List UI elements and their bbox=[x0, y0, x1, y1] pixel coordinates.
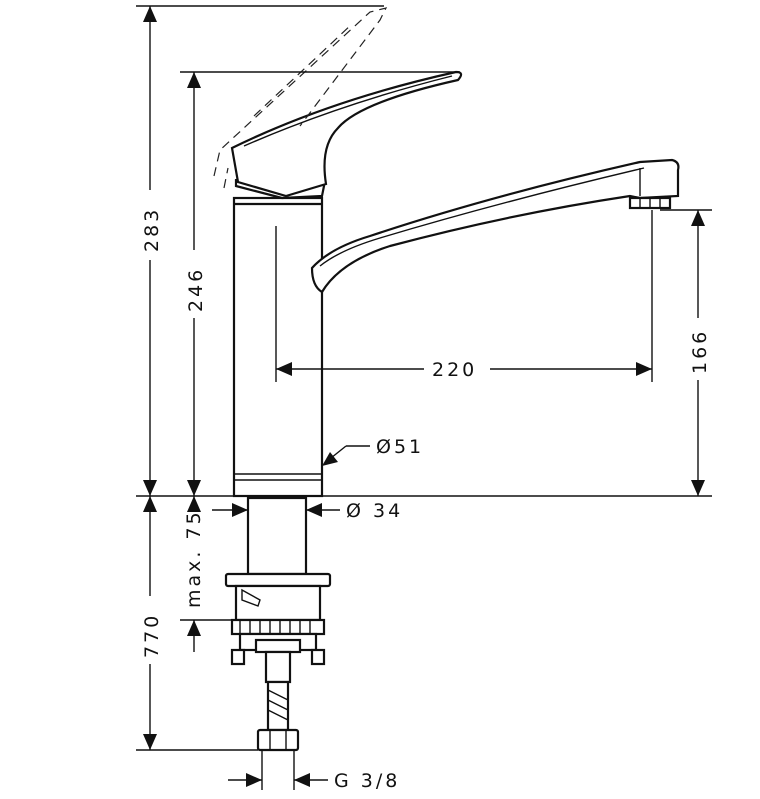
arrow-head bbox=[294, 773, 310, 787]
arrow-head bbox=[143, 496, 157, 512]
spout bbox=[310, 158, 680, 294]
dimension-label-d51: Ø51 bbox=[376, 436, 424, 458]
arrow-head bbox=[143, 734, 157, 750]
faucet-body bbox=[232, 196, 324, 498]
dimension-body-diameter: Ø51 bbox=[322, 436, 424, 466]
dimension-label-770: 770 bbox=[141, 613, 163, 658]
dimension-label-d34: Ø 34 bbox=[346, 500, 403, 522]
dimension-label-283: 283 bbox=[141, 207, 163, 252]
arrow-head bbox=[187, 496, 201, 512]
dimension-label-246: 246 bbox=[185, 267, 207, 312]
mounting-assembly bbox=[224, 496, 332, 752]
dashed-lever-open-position bbox=[213, 7, 388, 189]
dimension-label-166: 166 bbox=[689, 329, 711, 374]
dimension-lever-height: 246 bbox=[180, 71, 460, 496]
dimension-spout-height: 166 bbox=[660, 209, 712, 496]
dimension-connection-thread: G 3/8 bbox=[228, 750, 400, 792]
dimension-label-g38: G 3/8 bbox=[334, 770, 400, 792]
arrow-head bbox=[187, 72, 201, 88]
arrow-head bbox=[691, 210, 705, 226]
dimension-shank-diameter: Ø 34 bbox=[212, 500, 403, 522]
arrow-head bbox=[306, 503, 322, 517]
arrow-head bbox=[636, 362, 652, 376]
dimension-label-220: 220 bbox=[432, 359, 477, 381]
arrow-head bbox=[187, 480, 201, 496]
arrow-head bbox=[232, 503, 248, 517]
arrow-head bbox=[143, 6, 157, 22]
arrow-head bbox=[246, 773, 262, 787]
arrow-head bbox=[187, 620, 201, 636]
dimension-label-max75: max. 75 bbox=[183, 509, 205, 608]
dimension-spout-reach: 220 bbox=[275, 210, 653, 382]
lever-handle bbox=[230, 70, 463, 200]
dimension-hose-length: 770 bbox=[136, 496, 258, 751]
arrow-head bbox=[322, 452, 338, 466]
dimension-total-height: 283 bbox=[136, 5, 384, 496]
thread-marks bbox=[239, 620, 311, 634]
arrow-head bbox=[276, 362, 292, 376]
arrow-head bbox=[143, 480, 157, 496]
dimension-max-deck: max. 75 bbox=[180, 496, 232, 652]
arrow-head bbox=[691, 480, 705, 496]
